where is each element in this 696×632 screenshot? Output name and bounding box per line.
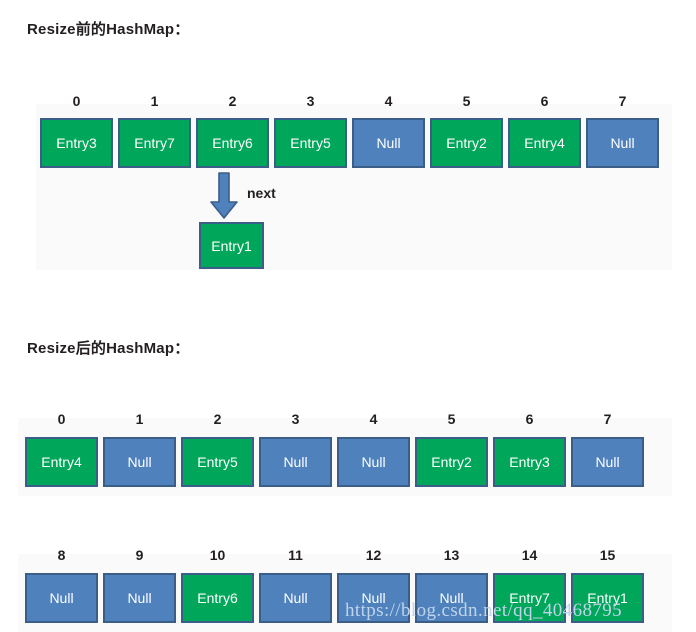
before-bucket-5: Entry2 — [430, 118, 503, 168]
after-bucket-13: Null — [415, 573, 488, 623]
before-bucket-2: Entry6 — [196, 118, 269, 168]
before-index-0: 0 — [72, 93, 81, 109]
after-index-0: 0 — [57, 411, 66, 427]
after-index-5: 5 — [447, 411, 456, 427]
before-index-3: 3 — [306, 93, 315, 109]
after-index-13: 13 — [443, 547, 460, 563]
after-index-6: 6 — [525, 411, 534, 427]
after-bucket-12: Null — [337, 573, 410, 623]
before-bucket-3: Entry5 — [274, 118, 347, 168]
after-bucket-15: Entry1 — [571, 573, 644, 623]
section-title-after-resize: Resize后的HashMap： — [27, 340, 190, 357]
before-index-6: 6 — [540, 93, 549, 109]
after-bucket-6: Entry3 — [493, 437, 566, 487]
before-bucket-0: Entry3 — [40, 118, 113, 168]
before-index-7: 7 — [618, 93, 627, 109]
after-index-3: 3 — [291, 411, 300, 427]
chained-entry-node: Entry1 — [199, 222, 264, 269]
before-index-5: 5 — [462, 93, 471, 109]
after-bucket-7: Null — [571, 437, 644, 487]
after-bucket-1: Null — [103, 437, 176, 487]
before-index-4: 4 — [384, 93, 393, 109]
after-bucket-9: Null — [103, 573, 176, 623]
after-bucket-2: Entry5 — [181, 437, 254, 487]
after-index-12: 12 — [365, 547, 382, 563]
after-bucket-3: Null — [259, 437, 332, 487]
before-bucket-7: Null — [586, 118, 659, 168]
after-index-4: 4 — [369, 411, 378, 427]
before-index-2: 2 — [228, 93, 237, 109]
after-index-15: 15 — [599, 547, 616, 563]
after-index-14: 14 — [521, 547, 538, 563]
watermark-url: https://blog.csdn.net/qq_40468795 — [345, 600, 623, 621]
after-bucket-8: Null — [25, 573, 98, 623]
before-bucket-1: Entry7 — [118, 118, 191, 168]
after-index-8: 8 — [57, 547, 66, 563]
after-index-7: 7 — [603, 411, 612, 427]
section-title-before-resize: Resize前的HashMap： — [27, 21, 190, 38]
before-index-1: 1 — [150, 93, 159, 109]
after-index-2: 2 — [213, 411, 222, 427]
after-bucket-0: Entry4 — [25, 437, 98, 487]
after-bucket-4: Null — [337, 437, 410, 487]
after-index-1: 1 — [135, 411, 144, 427]
after-index-9: 9 — [135, 547, 144, 563]
after-bucket-11: Null — [259, 573, 332, 623]
before-bucket-6: Entry4 — [508, 118, 581, 168]
after-bucket-10: Entry6 — [181, 573, 254, 623]
after-bucket-14: Entry7 — [493, 573, 566, 623]
after-index-10: 10 — [209, 547, 226, 563]
after-bucket-5: Entry2 — [415, 437, 488, 487]
after-index-11: 11 — [288, 547, 303, 563]
next-pointer-label: next — [247, 185, 276, 201]
next-arrow-icon — [210, 172, 238, 219]
before-bucket-4: Null — [352, 118, 425, 168]
